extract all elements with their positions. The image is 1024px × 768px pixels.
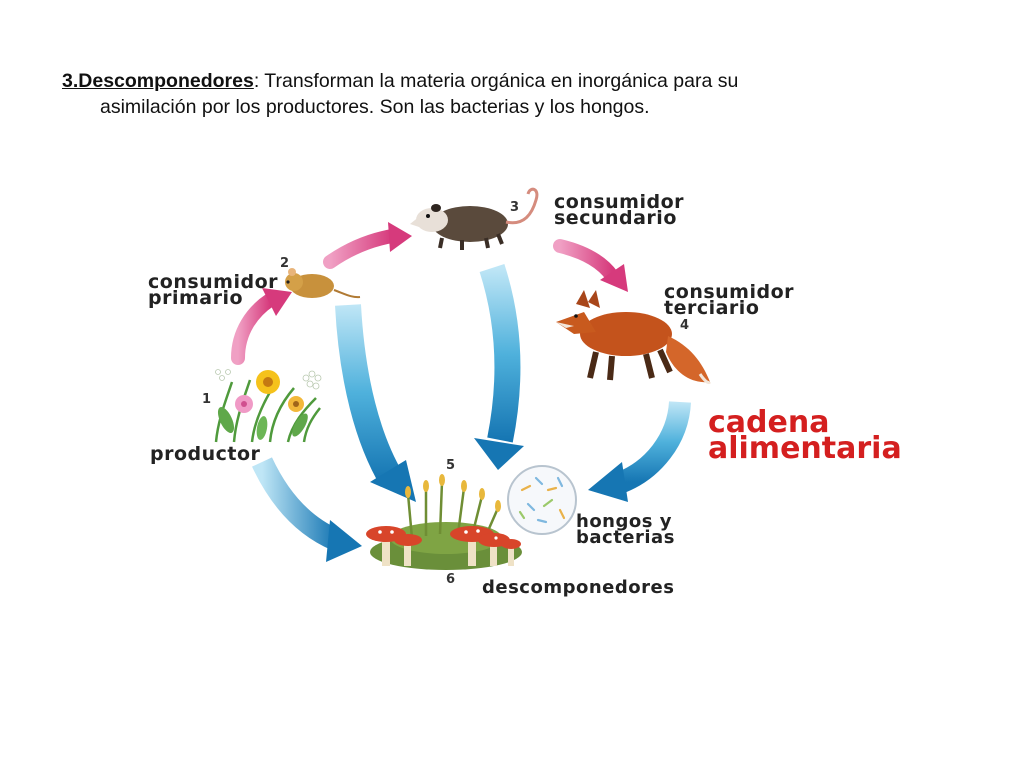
label-tertiary-line1: consumidor [664, 281, 795, 303]
number-fungi-bacteria: 5 [446, 458, 456, 473]
mouse-image [285, 268, 361, 299]
number-primary: 2 [280, 256, 290, 271]
title-line2: alimentaria [708, 431, 902, 466]
opossum-image [410, 187, 539, 250]
heading-text: 3.Descomponedores: Transforman la materi… [62, 68, 922, 120]
diagram-title: cadena alimentaria [708, 405, 902, 466]
arrow-secondary-to-tertiary [553, 239, 628, 292]
label-primary-line2: primario [148, 287, 244, 309]
producer-plants-image [214, 369, 322, 443]
number-producer: 1 [202, 392, 212, 407]
label-primary-consumer: consumidor primario [148, 271, 279, 309]
fox-image [556, 290, 712, 384]
number-decomposers: 6 [446, 572, 456, 587]
arrow-producer-to-decomposers [252, 457, 362, 562]
label-fungi-line1: hongos y [576, 511, 672, 532]
label-fungi-bacteria: hongos y bacterias [576, 511, 675, 548]
label-secondary-consumer: consumidor secundario [554, 191, 685, 229]
heading-line2: asimilación por los productores. Son las… [100, 96, 650, 118]
arrow-secondary-to-decomposers [474, 264, 524, 470]
bacteria-circle-image [507, 465, 577, 535]
label-secondary-line1: consumidor [554, 191, 685, 213]
heading-line1: : Transforman la materia orgánica en ino… [253, 70, 739, 92]
label-secondary-line2: secundario [554, 207, 677, 229]
heading-term: 3.Descomponedores [62, 70, 254, 92]
label-decomposers: descomponedores [482, 577, 675, 598]
number-secondary: 3 [510, 200, 520, 215]
label-tertiary-consumer: consumidor terciario [664, 281, 795, 319]
arrow-primary-to-secondary [323, 222, 412, 269]
label-producer: productor [150, 443, 261, 465]
label-tertiary-line2: terciario [664, 297, 760, 319]
label-primary-line1: consumidor [148, 271, 279, 293]
arrow-tertiary-to-fungi [588, 400, 691, 502]
label-fungi-line2: bacterias [576, 527, 675, 548]
title-line1: cadena [708, 405, 830, 440]
arrow-producer-to-primary [231, 288, 292, 365]
number-tertiary: 4 [680, 318, 690, 333]
arrow-primary-to-decomposers [335, 304, 416, 502]
mushrooms-image [366, 474, 522, 570]
